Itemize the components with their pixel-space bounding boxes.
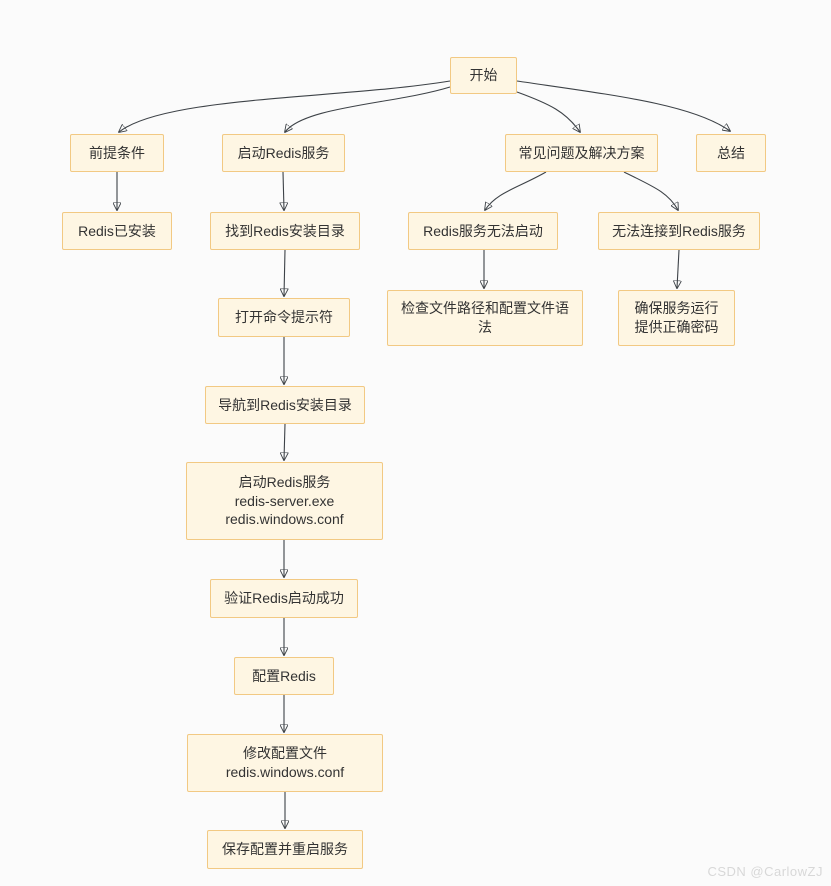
- node-save-and-restart: 保存配置并重启服务: [207, 830, 363, 869]
- node-verify-startup: 验证Redis启动成功: [210, 579, 358, 618]
- node-cannot-connect: 无法连接到Redis服务: [598, 212, 760, 250]
- node-service-cannot-start: Redis服务无法启动: [408, 212, 558, 250]
- edge-start-start-redis-service: [285, 86, 451, 132]
- node-find-install-dir: 找到Redis安装目录: [210, 212, 360, 250]
- edge-cannot-connect-ensure-running-password: [677, 249, 679, 288]
- node-prerequisites: 前提条件: [70, 134, 164, 172]
- edge-start-prerequisites: [119, 80, 451, 132]
- node-start-server-command: 启动Redis服务 redis-server.exe redis.windows…: [186, 462, 383, 540]
- edge-navigate-install-dir-start-server-command: [284, 423, 285, 460]
- edge-common-issues-service-cannot-start: [485, 171, 547, 210]
- edge-common-issues-cannot-connect: [623, 171, 678, 210]
- edge-start-summary: [516, 80, 730, 131]
- node-configure-redis: 配置Redis: [234, 657, 334, 695]
- node-common-issues: 常见问题及解决方案: [505, 134, 658, 172]
- node-modify-config-file: 修改配置文件 redis.windows.conf: [187, 734, 383, 792]
- node-start: 开始: [450, 57, 517, 94]
- node-summary: 总结: [696, 134, 766, 172]
- node-open-cmd-prompt: 打开命令提示符: [218, 298, 350, 337]
- node-redis-installed: Redis已安装: [62, 212, 172, 250]
- node-check-path-syntax: 检查文件路径和配置文件语 法: [387, 290, 583, 346]
- watermark: CSDN @CarlowZJ: [707, 864, 823, 879]
- edge-start-common-issues: [516, 91, 580, 132]
- node-navigate-install-dir: 导航到Redis安装目录: [205, 386, 365, 424]
- edge-start-redis-service-find-install-dir: [283, 171, 284, 210]
- node-start-redis-service: 启动Redis服务: [222, 134, 345, 172]
- edge-find-install-dir-open-cmd-prompt: [284, 249, 285, 296]
- node-ensure-running-password: 确保服务运行 提供正确密码: [618, 290, 735, 346]
